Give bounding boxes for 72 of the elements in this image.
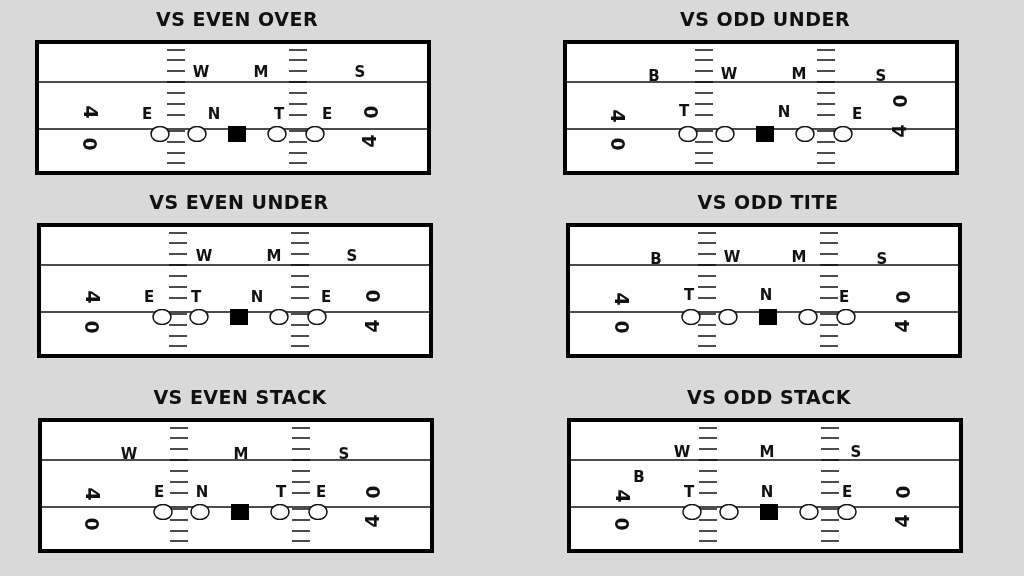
player-label: E [321,106,333,122]
player-label: M [791,66,807,82]
yard-number: 0 [360,105,380,119]
player-label: E [841,484,853,500]
player-label: W [723,249,741,265]
formation-title: VS ODD TITE [696,191,840,213]
player-label: T [275,484,287,500]
yard-number: 4 [892,319,912,333]
formation-title: VS ODD UNDER [679,8,851,30]
player-label: E [315,484,327,500]
formation-title: VS EVEN OVER [154,8,320,30]
yard-number: 0 [607,137,627,151]
player-label: E [153,484,165,500]
player-label: T [683,484,695,500]
formation-title: VS EVEN STACK [152,386,328,408]
player-label: N [195,484,209,500]
player-label: N [250,289,264,305]
player-label: B [650,251,662,267]
yard-number: 0 [611,517,631,531]
yard-number: 4 [82,487,102,501]
yard-number: 0 [362,485,382,499]
player-label: M [233,446,249,462]
player-label: M [266,248,282,264]
yard-number: 4 [82,290,102,304]
player-label: M [759,444,775,460]
player-label: W [120,446,138,462]
player-label: B [633,469,645,485]
yard-number: 4 [359,134,379,148]
player-label: E [851,106,863,122]
yard-number: 0 [611,320,631,334]
player-label: S [346,248,358,264]
player-label: N [777,104,791,120]
player-label: N [759,287,773,303]
yard-number: 4 [612,489,632,503]
player-label: B [648,68,660,84]
yard-number: 0 [892,290,912,304]
player-label: E [141,106,153,122]
player-label: M [253,64,269,80]
player-label: S [338,446,350,462]
player-label: T [683,287,695,303]
player-label: W [673,444,691,460]
formation-title: VS ODD STACK [686,386,852,408]
yard-number: 4 [607,109,627,123]
player-label: S [354,64,366,80]
yard-number: 0 [889,94,909,108]
formation-title: VS EVEN UNDER [148,191,330,213]
player-label: M [791,249,807,265]
yard-number: 4 [892,514,912,528]
yard-number: 4 [611,292,631,306]
player-label: E [143,289,155,305]
yard-number: 4 [362,319,382,333]
player-label: N [760,484,774,500]
player-label: W [192,64,210,80]
player-label: S [876,251,888,267]
player-label: T [190,289,202,305]
player-label: N [207,106,221,122]
player-label: T [273,106,285,122]
yard-number: 4 [889,124,909,138]
player-label: E [838,289,850,305]
yard-number: 0 [81,517,101,531]
yard-number: 0 [892,485,912,499]
player-label: W [720,66,738,82]
yard-number: 4 [80,105,100,119]
player-label: T [678,103,690,119]
player-label: S [850,444,862,460]
yard-number: 0 [362,289,382,303]
yard-number: 0 [79,137,99,151]
player-label: S [875,68,887,84]
yard-number: 0 [81,320,101,334]
player-label: E [320,289,332,305]
player-label: W [195,248,213,264]
yard-number: 4 [362,514,382,528]
